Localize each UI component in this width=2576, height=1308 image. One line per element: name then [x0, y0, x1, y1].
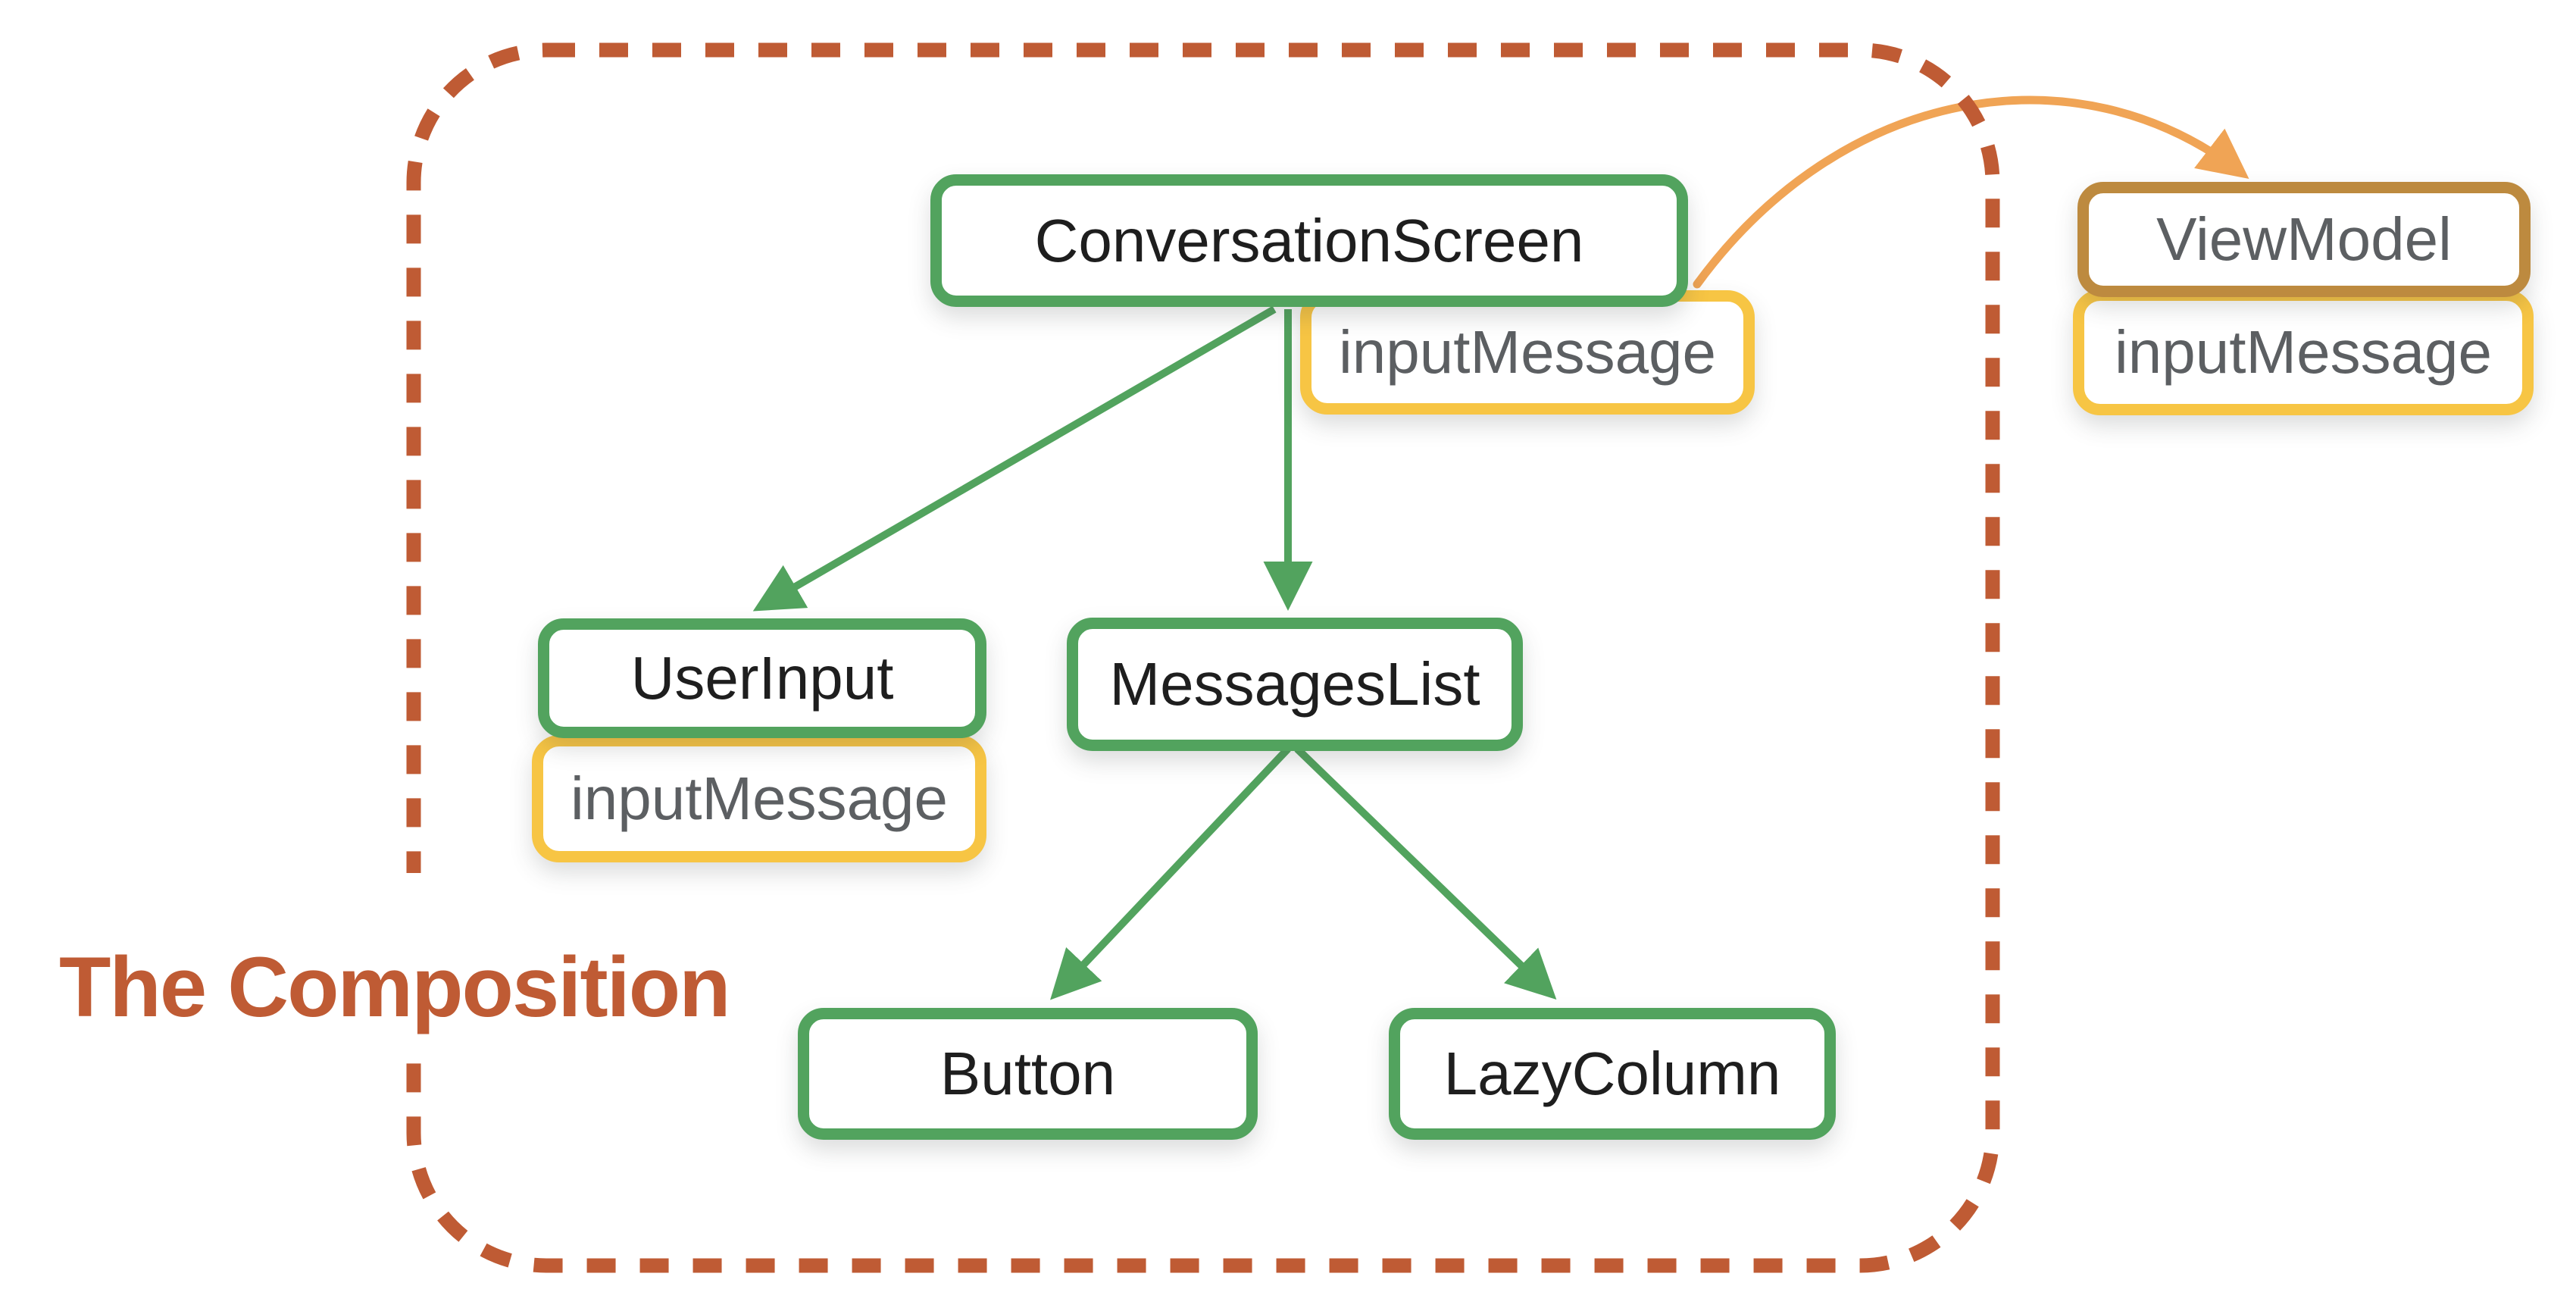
edge-conversationscreen-to-userinput [752, 305, 1277, 612]
composable-label: UserInput [630, 644, 894, 712]
state-label: inputMessage [2114, 318, 2493, 386]
composable-box-lazycolumn: LazyColumn [1389, 1008, 1836, 1140]
composable-box-conversationscreen: ConversationScreen [930, 174, 1688, 307]
state-box-conversationscreen-inputmessage: inputMessage [1300, 290, 1755, 415]
composable-box-messageslist: MessagesList [1067, 618, 1523, 751]
viewmodel-box: ViewModel [2077, 182, 2531, 297]
composable-label: LazyColumn [1443, 1040, 1781, 1107]
state-box-viewmodel-inputmessage: inputMessage [2073, 289, 2534, 415]
state-box-userinput-inputmessage: inputMessage [532, 735, 986, 862]
edge-messageslist-to-lazycolumn [1294, 746, 1557, 1000]
viewmodel-label: ViewModel [2156, 205, 2452, 273]
composable-label: MessagesList [1109, 650, 1480, 718]
composable-box-userinput: UserInput [538, 618, 986, 738]
state-label: inputMessage [570, 765, 949, 832]
state-label: inputMessage [1338, 318, 1717, 386]
composable-label: ConversationScreen [1034, 206, 1584, 274]
edge-messageslist-to-button [1050, 746, 1291, 1000]
boundary-gap-behind-title [377, 873, 459, 1053]
composition-boundary-dashed-border [406, 42, 2000, 1273]
composable-label: Button [939, 1040, 1116, 1107]
diagram-title: The Composition [59, 940, 731, 1034]
composable-box-button: Button [798, 1008, 1258, 1140]
